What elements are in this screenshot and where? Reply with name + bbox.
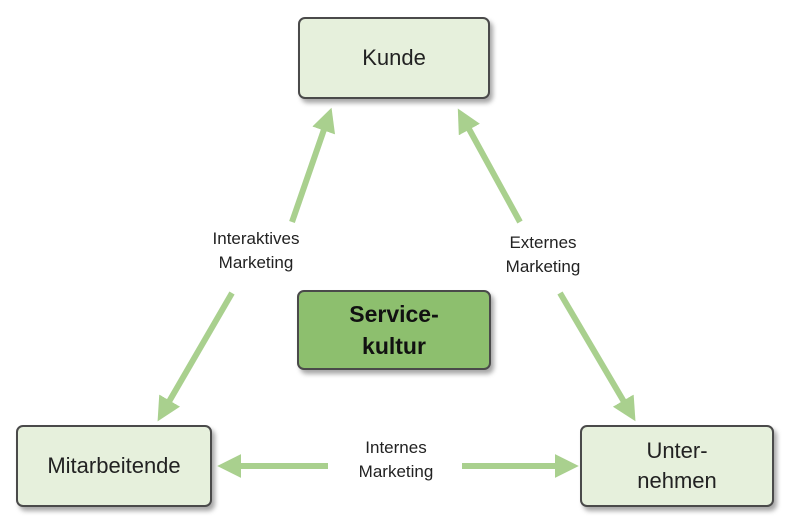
node-unternehmen-line-1: Unter- [646, 438, 708, 463]
label-interaktives-line-1: Interaktives [212, 229, 300, 248]
node-service-kultur-line-1: Service- [349, 301, 439, 327]
label-interaktives-line-2: Marketing [218, 253, 294, 272]
arrow-external-up [457, 108, 523, 224]
node-kunde: Kunde [298, 17, 490, 99]
node-unternehmen: Unter- nehmen [580, 425, 774, 507]
label-externes-line-2: Marketing [505, 257, 581, 276]
node-service-kultur-line-2: kultur [362, 333, 426, 359]
arrow-interactive-down [157, 291, 235, 422]
node-unternehmen-line-2: nehmen [637, 468, 717, 493]
label-externes-line-1: Externes [509, 233, 577, 252]
label-interaktives-marketing: Interaktives Marketing [188, 227, 324, 275]
label-internes-line-2: Marketing [358, 462, 434, 481]
node-mitarbeitende: Mitarbeitende [16, 425, 212, 507]
arrow-external-down [557, 291, 636, 422]
arrow-interactive-up [289, 107, 336, 223]
node-mitarbeitende-label: Mitarbeitende [47, 453, 181, 478]
label-internes-marketing: Internes Marketing [336, 436, 456, 484]
label-externes-marketing: Externes Marketing [484, 231, 602, 279]
label-internes-line-1: Internes [365, 438, 427, 457]
node-service-kultur: Service- kultur [297, 290, 491, 370]
node-kunde-label: Kunde [362, 45, 426, 70]
